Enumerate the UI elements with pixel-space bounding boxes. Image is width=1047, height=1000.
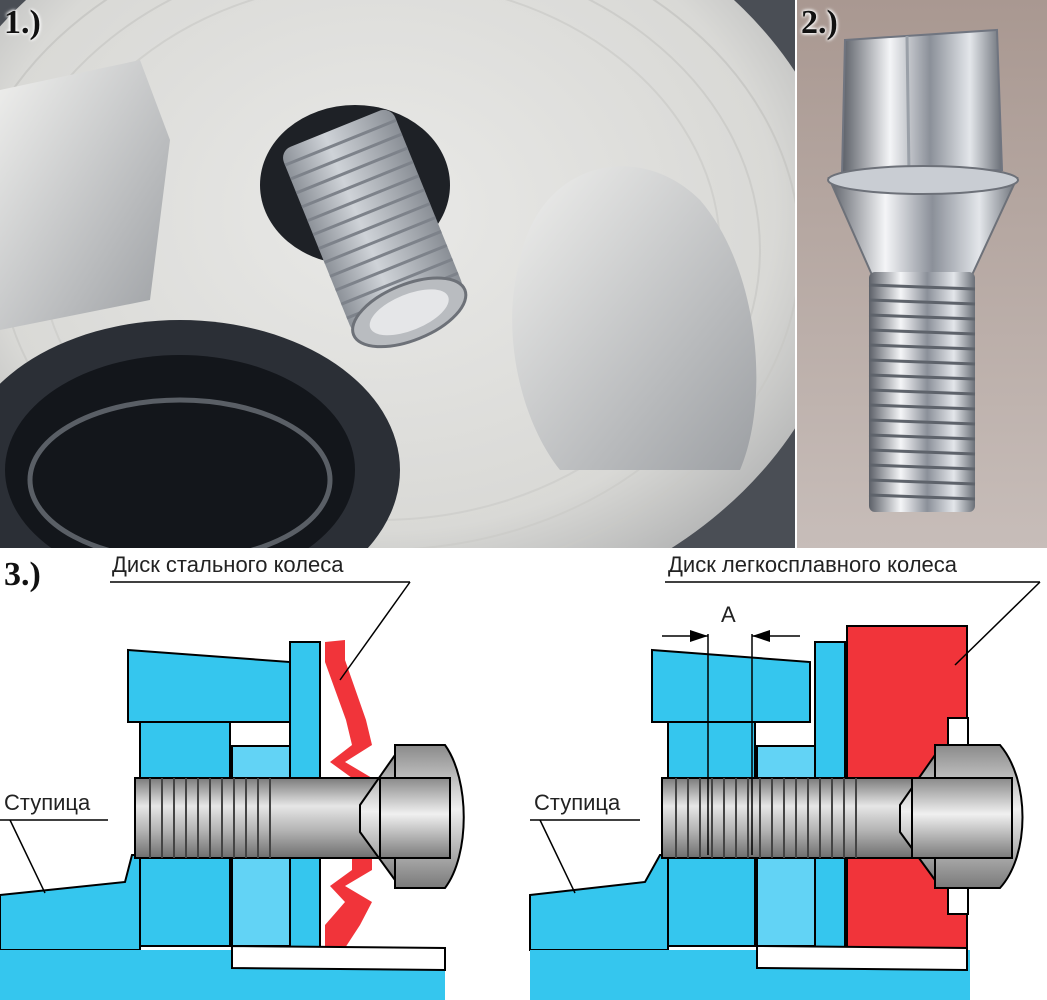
steel-wheel-caption: Диск стального колеса (112, 552, 344, 577)
hub-caption-left: Ступица (4, 790, 91, 815)
hub-body-right (529, 854, 669, 951)
bolt-photo-illustration (797, 0, 1047, 548)
diagram-label: 3.) (4, 556, 41, 593)
steel-wheel-section (0, 581, 465, 1000)
photo-hub-panel: 1.) (0, 0, 795, 548)
photo-hub-label: 1.) (4, 4, 41, 41)
gap-dimension-label: A (721, 602, 736, 627)
photo-bolt-panel: 2.) (797, 0, 1047, 548)
steel-wheel-disc (325, 640, 372, 950)
bolt-cross-section-diagram (0, 581, 1041, 1000)
diagram-panel: 3.) Диск стального колеса Ступица Диск л… (0, 550, 1047, 1000)
hub-flange-left (127, 648, 291, 723)
hub-caption-right: Ступица (534, 790, 621, 815)
hub-flange-right (651, 648, 811, 723)
hub-body-left (0, 854, 141, 951)
photo-bolt-label: 2.) (801, 4, 838, 41)
bolt-shank-right (661, 777, 913, 859)
hub-photo-illustration (0, 0, 795, 548)
alloy-wheel-caption: Диск легкосплавного колеса (668, 552, 958, 577)
alloy-wheel-section (529, 581, 1041, 1000)
